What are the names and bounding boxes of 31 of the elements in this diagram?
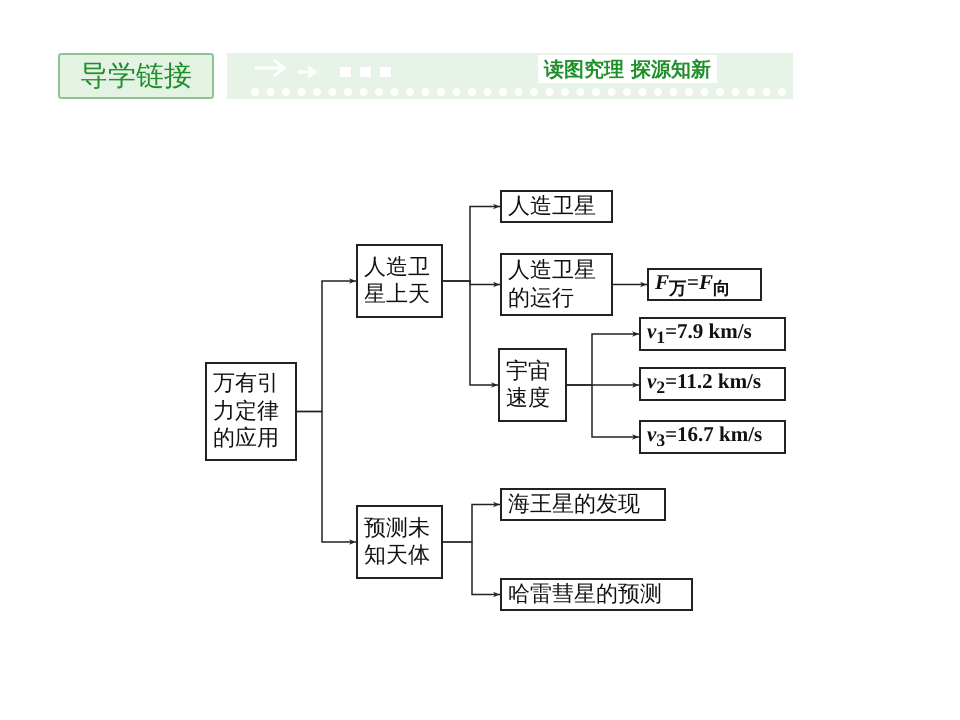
concept-box xyxy=(498,348,567,422)
node-label: 海王星的发现 xyxy=(508,490,640,518)
arrow xyxy=(297,410,356,545)
formula-text: v$_{2}$=11.2 km/s xyxy=(647,368,762,400)
node-label: 人造卫星的运行 xyxy=(508,257,597,312)
concept-box xyxy=(356,244,443,318)
node-label: 人造卫星 xyxy=(508,192,596,220)
arrow xyxy=(613,282,647,288)
node-label: 预测未知天体 xyxy=(364,514,431,570)
node-label: 哈雷彗星的预测 xyxy=(508,580,662,608)
formula-text: v$_{1}$=7.9 km/s xyxy=(647,318,752,350)
concept-box xyxy=(500,488,666,521)
formula-box xyxy=(647,268,762,301)
formula-text: v$_{3}$=16.7 km/s xyxy=(647,421,762,453)
arrow xyxy=(443,541,500,598)
concept-box xyxy=(500,578,693,611)
node-label: 宇宙速度 xyxy=(506,358,551,412)
concept-box xyxy=(500,253,613,316)
formula-text: F$_{万}$=F$_{向}$ xyxy=(655,268,731,300)
formula-box xyxy=(639,317,786,351)
concept-box xyxy=(205,362,297,461)
formula-box xyxy=(639,367,786,401)
node-label: 万有引力定律的应用 xyxy=(213,370,280,453)
section-heading: 导学链接 xyxy=(58,53,214,99)
arrow xyxy=(567,384,639,440)
node-label: 人造卫星上天 xyxy=(364,254,431,308)
arrow xyxy=(443,280,498,388)
concept-box xyxy=(356,505,443,579)
formula-box xyxy=(639,420,786,454)
header-slogan: 读图究理 探源知新 xyxy=(538,55,717,83)
concept-box xyxy=(500,190,613,223)
